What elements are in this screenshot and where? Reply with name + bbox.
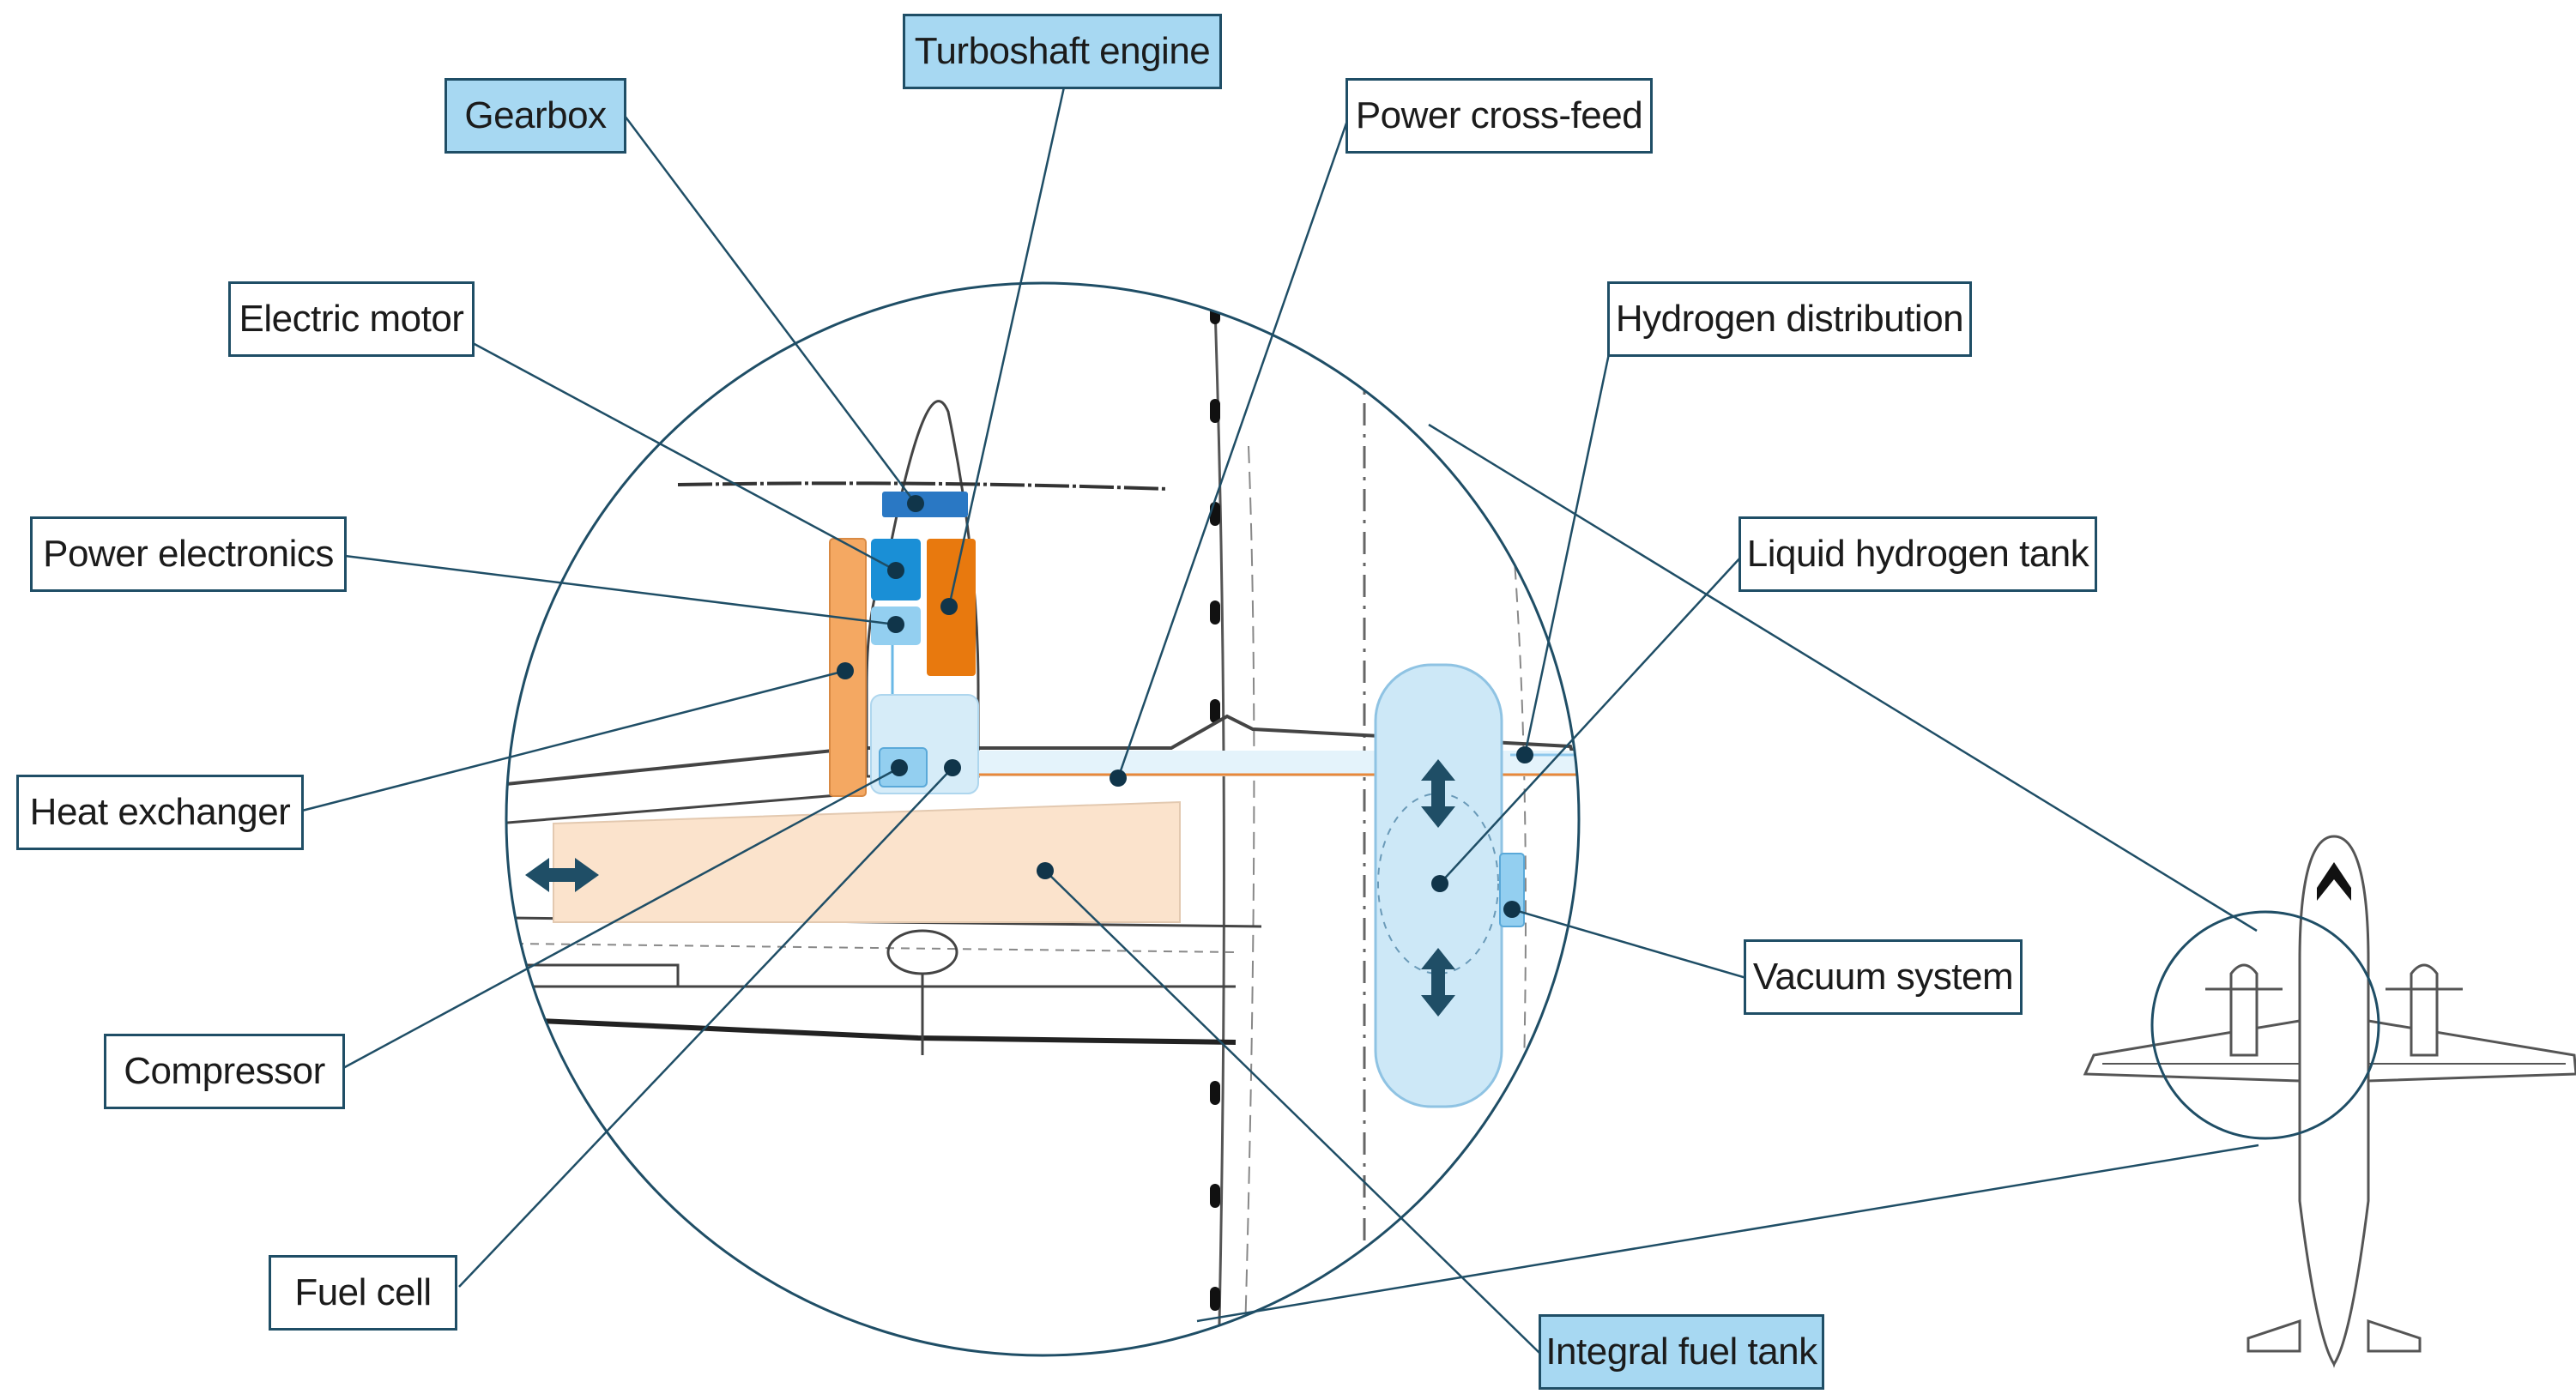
leader-liquid-hydrogen-tank <box>1439 555 1743 884</box>
leader-gearbox <box>624 115 916 504</box>
label-heat-exchanger: Heat exchanger <box>16 775 304 850</box>
fuselage-inner-line <box>1243 445 1255 1355</box>
leader-vacuum-system <box>1511 908 1747 980</box>
label-liquid-hydrogen-tank: Liquid hydrogen tank <box>1738 516 2097 592</box>
wing-dashed-line <box>514 943 1237 953</box>
fuselage-windows <box>1210 300 1220 1311</box>
label-electric-motor: Electric motor <box>228 281 475 357</box>
label-hydrogen-distribution: Hydrogen distribution <box>1607 281 1972 357</box>
zoom-connector-bottom <box>1196 1144 2259 1323</box>
label-gearbox: Gearbox <box>444 78 626 154</box>
leader-integral-fuel-tank <box>1044 870 1541 1355</box>
leader-heat-exchanger <box>301 669 846 812</box>
integral-fuel-tank <box>553 800 1181 923</box>
leader-turboshaft-engine <box>947 75 1068 607</box>
leader-fuel-cell <box>458 767 953 1288</box>
label-fuel-cell: Fuel cell <box>269 1255 457 1331</box>
leader-power-cross-feed <box>1116 115 1351 779</box>
gearbox <box>882 492 968 517</box>
label-integral-fuel-tank: Integral fuel tank <box>1539 1314 1824 1390</box>
leader-power-electronics <box>344 554 897 626</box>
zoom-circle-outline <box>505 281 1581 1357</box>
double-arrow-icon <box>525 858 599 892</box>
zoom-connector-top <box>1428 423 2258 932</box>
label-power-electronics: Power electronics <box>30 516 347 592</box>
anchor-dots <box>837 495 1533 918</box>
wing-upper-line <box>506 792 859 825</box>
label-vacuum-system: Vacuum system <box>1744 939 2023 1015</box>
leader-compressor <box>342 766 900 1070</box>
propeller-disc <box>677 481 1168 491</box>
zoom-detail-view <box>505 281 1581 1357</box>
leader-lines <box>301 75 2259 1355</box>
airplane-top-view <box>2083 835 2576 1368</box>
leader-electric-motor <box>472 341 897 572</box>
wing-trailing-edge <box>540 1018 1237 1045</box>
leader-hydrogen-distribution <box>1523 341 1613 756</box>
fuselage-edge <box>1212 283 1225 1355</box>
label-power-cross-feed: Power cross-feed <box>1345 78 1653 154</box>
tank-inner-outline <box>1377 793 1499 975</box>
label-compressor: Compressor <box>104 1034 345 1109</box>
tank-arrow-icons <box>1421 759 1455 1017</box>
label-turboshaft-engine: Turboshaft engine <box>903 14 1222 89</box>
